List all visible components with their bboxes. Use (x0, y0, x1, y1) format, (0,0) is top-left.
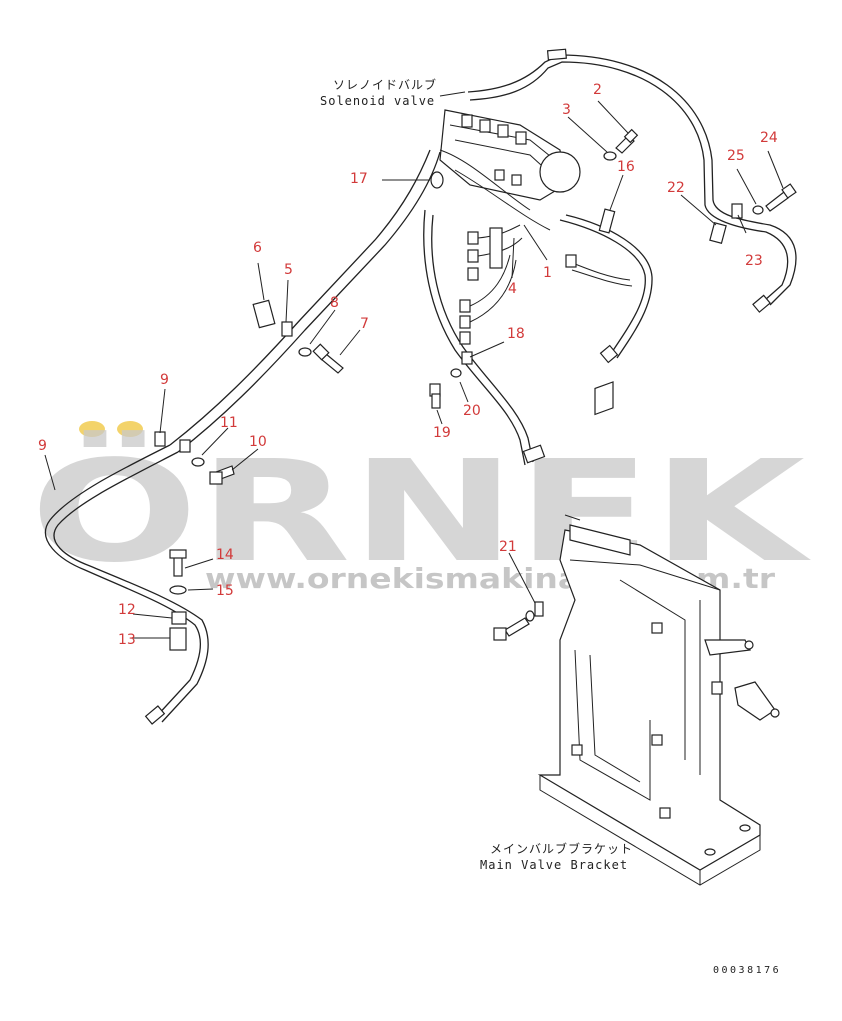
callout-25: 25 (727, 148, 745, 164)
callout-7: 7 (360, 316, 369, 332)
callout-5: 5 (284, 262, 293, 278)
callout-16: 16 (617, 159, 635, 175)
callout-9-left: 9 (38, 438, 47, 454)
callout-1: 1 (543, 265, 552, 281)
callout-20: 20 (463, 403, 481, 419)
callout-13: 13 (118, 632, 136, 648)
callout-21: 21 (499, 539, 517, 555)
main-valve-bracket (537, 381, 780, 886)
callout-24: 24 (760, 130, 778, 146)
callout-12: 12 (118, 602, 136, 618)
callout-22: 22 (667, 180, 685, 196)
callout-4: 4 (508, 281, 517, 297)
callout-6: 6 (253, 240, 262, 256)
callout-23: 23 (745, 253, 763, 269)
watermark-brand: ÖRNEK (30, 429, 811, 594)
callouts: 1 2 3 4 5 6 7 8 9 9 10 11 12 13 14 15 16… (38, 82, 778, 648)
callout-15: 15 (216, 583, 234, 599)
leader-lines (44, 91, 784, 639)
callout-19: 19 (433, 425, 451, 441)
hoses (44, 48, 797, 725)
callout-8: 8 (330, 295, 339, 311)
watermark-dot-right (117, 421, 143, 437)
callout-18: 18 (507, 326, 525, 342)
callout-3: 3 (562, 102, 571, 118)
watermark-dot-left (79, 421, 105, 437)
drawing-code: 00038176 (713, 965, 781, 976)
callout-14: 14 (216, 547, 234, 563)
watermark: ÖRNEK www.ornekismakinalari.com.tr (30, 421, 811, 595)
solenoid-valve-label-jp: ソレノイドバルブ (333, 77, 437, 92)
callout-11: 11 (220, 415, 238, 431)
callout-17: 17 (350, 171, 368, 187)
solenoid-valve-assembly (439, 109, 581, 345)
captions: ソレノイドバルブ Solenoid valve メインバルブブラケット Main… (320, 77, 781, 976)
callout-2: 2 (593, 82, 602, 98)
main-valve-bracket-label-jp: メインバルブブラケット (490, 841, 633, 856)
callout-10: 10 (249, 434, 267, 450)
main-valve-bracket-label-en: Main Valve Bracket (480, 858, 628, 872)
solenoid-valve-label-en: Solenoid valve (320, 94, 435, 108)
callout-9-upper: 9 (160, 372, 169, 388)
hardware (154, 128, 797, 651)
